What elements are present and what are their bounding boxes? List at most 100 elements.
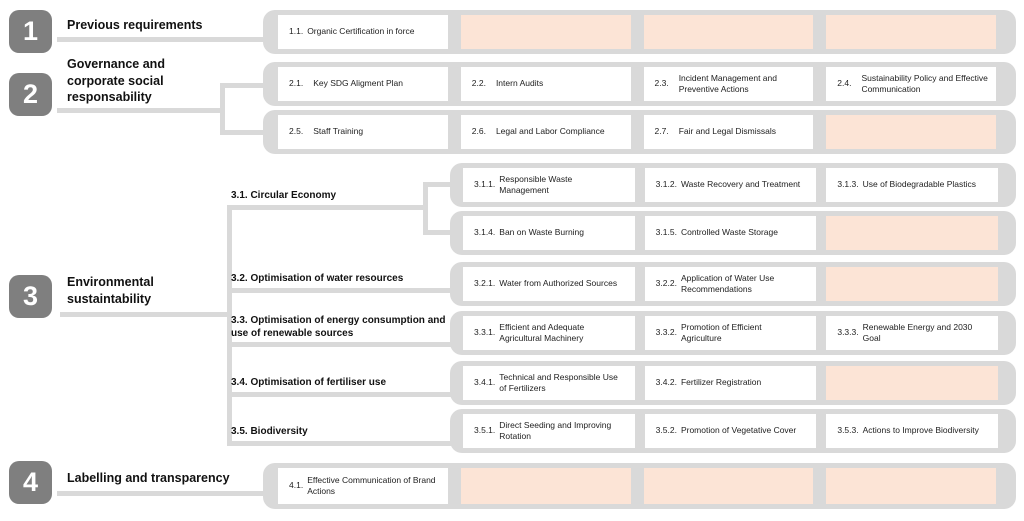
requirement-cell-3-3-2: 3.3.2. Promotion of Efficient Agricultur… [644,316,817,350]
row-subsection-3-3: 3.3.1. Efficient and Adequate Agricultur… [450,311,1016,355]
connector-section-2-branch-bottom [220,130,266,135]
requirement-number: 2.6. [471,126,486,137]
empty-cell [826,216,999,250]
requirement-cell-3-1-1: 3.1.1. Responsible Waste Management [463,168,635,202]
connector-section-2 [57,108,223,113]
connector-section-2-branch-top [220,83,266,88]
requirement-cell-3-4-2: 3.4.2. Fertilizer Registration [644,366,817,400]
section-1-number-badge: 1 [9,10,52,53]
requirement-cell-3-1-4: 3.1.4. Ban on Waste Burning [463,216,635,250]
requirement-cell-2-2: 2.2. Intern Audits [460,67,631,101]
subsection-3-5-label: 3.5. Biodiversity [231,426,308,437]
requirement-number: 3.1.1. [474,179,496,190]
empty-cell [826,468,996,504]
requirement-text: Efficient and Adequate Agricultural Mach… [499,321,585,343]
requirement-text: Technical and Responsible Use of Fertili… [499,371,618,393]
requirement-cell-3-3-1: 3.3.1. Efficient and Adequate Agricultur… [463,316,635,350]
section-2-label: Governance and corporate social responsa… [67,57,165,104]
row-section-1: 1.1. Organic Certification in force [263,10,1016,54]
requirement-cell-3-3-3: 3.3.3. Renewable Energy and 2030 Goal [826,316,999,350]
requirement-cell-4-1: 4.1. Effective Communication of Brand Ac… [278,468,448,504]
requirement-number: 3.2.1. [474,278,496,289]
empty-cell [826,15,996,49]
underline-subsection-3-4 [227,392,452,397]
requirement-number: 3.2.2. [655,278,677,289]
requirement-text: Application of Water Use Recommendations [680,272,775,294]
requirement-cell-3-2-1: 3.2.1. Water from Authorized Sources [463,267,635,301]
requirement-number: 3.3.1. [474,327,496,338]
empty-cell [826,366,999,400]
row-subsection-3-1-top: 3.1.1. Responsible Waste Management 3.1.… [450,163,1016,207]
requirement-cell-1-1: 1.1. Organic Certification in force [278,15,448,49]
requirement-text: Sustainability Policy and Effective Comm… [861,72,988,94]
subsection-3-2-label: 3.2. Optimisation of water resources [231,273,404,284]
empty-cell [826,115,996,149]
requirement-number: 3.5.2. [655,425,677,436]
requirement-text: Controlled Waste Storage [680,227,778,238]
underline-subsection-3-2 [227,288,452,293]
row-section-2-top: 2.1. Key SDG Aligment Plan 2.2. Intern A… [263,62,1016,106]
connector-section-3-spine [227,205,232,446]
requirement-number: 3.4.1. [474,377,496,388]
underline-subsection-3-5 [227,441,452,446]
requirement-text: Key SDG Aligment Plan [313,78,403,89]
requirement-number: 4.1. [289,480,304,491]
requirement-cell-3-1-3: 3.1.3. Use of Biodegradable Plastics [826,168,999,202]
requirement-number: 2.7. [654,126,669,137]
requirement-text: Fair and Legal Dismissals [678,126,777,137]
connector-section-4 [57,491,264,496]
requirement-text: Effective Communication of Brand Actions [307,474,436,496]
requirement-text: Actions to Improve Biodiversity [862,425,979,436]
requirement-cell-2-1: 2.1. Key SDG Aligment Plan [278,67,448,101]
requirement-number: 1.1. [289,26,304,37]
requirement-text: Responsible Waste Management [499,173,573,195]
requirement-cell-2-5: 2.5. Staff Training [278,115,448,149]
requirement-number: 2.1. [289,78,304,89]
requirement-number: 3.5.1. [474,425,496,436]
empty-cell [460,468,631,504]
subsection-3-4-label: 3.4. Optimisation of fertiliser use [231,377,387,388]
requirement-cell-2-7: 2.7. Fair and Legal Dismissals [643,115,814,149]
requirement-text: Promotion of Efficient Agriculture [680,321,762,343]
requirement-cell-2-4: 2.4. Sustainability Policy and Effective… [826,67,996,101]
connector-section-2-bracket [220,83,225,135]
requirement-text: Intern Audits [495,78,544,89]
requirement-text: Direct Seeding and Improving Rotation [499,419,612,441]
row-subsection-3-4: 3.4.1. Technical and Responsible Use of … [450,361,1016,405]
requirement-text: Fertilizer Registration [680,377,762,388]
section-4-number-badge: 4 [9,461,52,504]
subsection-3-3-label: 3.3. Optimisation of energy consumption … [231,315,446,339]
requirement-text: Legal and Labor Compliance [495,126,605,137]
requirement-number: 2.4. [837,78,852,89]
connector-section-1 [57,37,264,42]
requirement-number: 2.2. [471,78,486,89]
requirement-cell-3-5-3: 3.5.3. Actions to Improve Biodiversity [826,414,999,448]
requirement-number: 3.3.3. [837,327,859,338]
requirement-cell-2-6: 2.6. Legal and Labor Compliance [460,115,631,149]
connector-subsection-3-1-branch-top [423,182,454,187]
row-subsection-3-5: 3.5.1. Direct Seeding and Improving Rota… [450,409,1016,453]
requirement-text: Organic Certification in force [307,26,415,37]
requirement-text: Ban on Waste Burning [499,227,585,238]
section-2-number-badge: 2 [9,73,52,116]
requirement-cell-3-4-1: 3.4.1. Technical and Responsible Use of … [463,366,635,400]
empty-cell [643,468,814,504]
connector-section-3 [60,312,230,317]
empty-cell [826,267,999,301]
empty-cell [460,15,631,49]
empty-cell [643,15,814,49]
requirement-cell-3-5-2: 3.5.2. Promotion of Vegetative Cover [644,414,817,448]
requirement-cell-3-1-2: 3.1.2. Waste Recovery and Treatment [644,168,817,202]
requirement-number: 3.1.2. [655,179,677,190]
row-section-4: 4.1. Effective Communication of Brand Ac… [263,463,1016,509]
requirement-number: 3.1.3. [837,179,859,190]
requirement-number: 3.3.2. [655,327,677,338]
underline-subsection-3-3 [227,342,452,347]
requirement-cell-2-3: 2.3. Incident Management and Preventive … [643,67,814,101]
requirement-text: Renewable Energy and 2030 Goal [862,321,973,343]
section-4-label: Labelling and transparency [67,471,230,485]
requirement-text: Staff Training [313,126,364,137]
section-3-label: Environmental sustaintability [67,275,154,306]
requirement-number: 2.5. [289,126,304,137]
